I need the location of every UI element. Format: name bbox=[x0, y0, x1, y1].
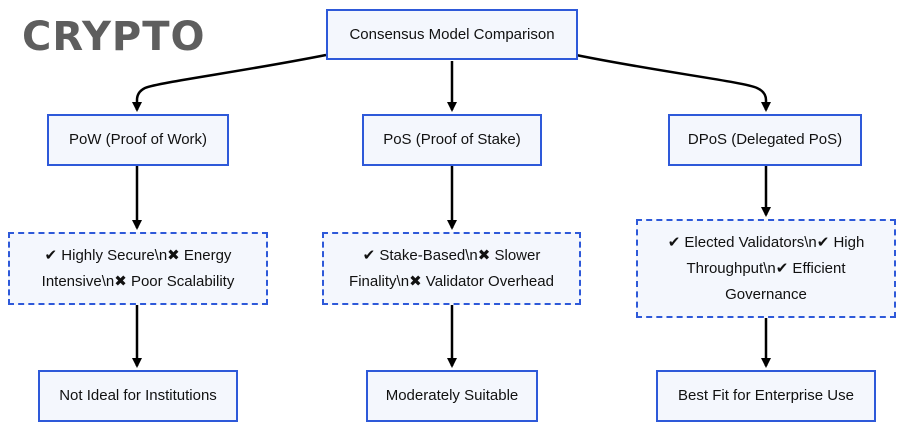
edge-root-dpos bbox=[575, 53, 771, 112]
dpos-traits-node: ✔ Elected Validators\n✔ High Throughput\… bbox=[636, 219, 896, 318]
crypto-logo: CRYPTO bbox=[22, 14, 206, 60]
edge-root-pow bbox=[132, 53, 327, 112]
dpos-verdict-node: Best Fit for Enterprise Use bbox=[656, 370, 876, 422]
pow-verdict-node: Not Ideal for Institutions bbox=[38, 370, 238, 422]
dpos-node: DPoS (Delegated PoS) bbox=[668, 114, 862, 166]
root-node: Consensus Model Comparison bbox=[326, 9, 578, 60]
pos-traits-node: ✔ Stake-Based\n✖ Slower Finality\n✖ Vali… bbox=[322, 232, 581, 305]
pow-node: PoW (Proof of Work) bbox=[47, 114, 229, 166]
pos-verdict-node: Moderately Suitable bbox=[366, 370, 538, 422]
pos-node: PoS (Proof of Stake) bbox=[362, 114, 542, 166]
pow-traits-node: ✔ Highly Secure\n✖ Energy Intensive\n✖ P… bbox=[8, 232, 268, 305]
